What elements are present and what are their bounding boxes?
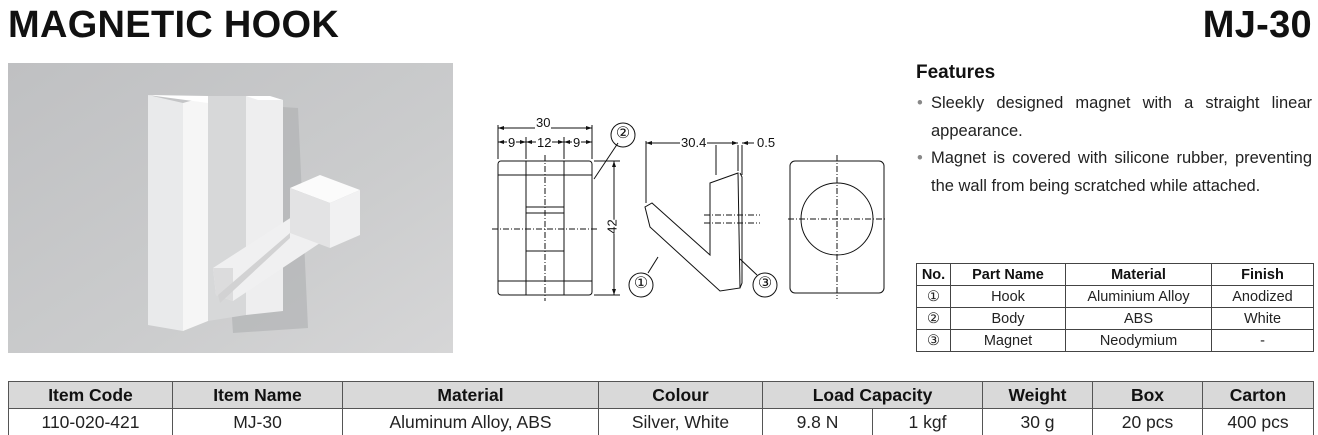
spec-header-item-code: Item Code bbox=[8, 381, 173, 409]
part-finish: Anodized bbox=[1211, 285, 1314, 308]
part-material: ABS bbox=[1065, 307, 1212, 330]
part-no: ① bbox=[916, 285, 951, 308]
table-row: ① Hook Aluminium Alloy Anodized bbox=[916, 285, 1314, 308]
spec-header-carton: Carton bbox=[1202, 381, 1314, 409]
parts-table: No. Part Name Material Finish ① Hook Alu… bbox=[916, 263, 1314, 352]
part-name: Hook bbox=[950, 285, 1066, 308]
part-no: ③ bbox=[916, 329, 951, 352]
dim-depth: 30.4 bbox=[680, 135, 708, 150]
part-finish: - bbox=[1211, 329, 1314, 352]
page-title: MAGNETIC HOOK bbox=[8, 4, 340, 46]
model-number: MJ-30 bbox=[1202, 4, 1312, 46]
callout-2: ② bbox=[615, 125, 631, 142]
parts-header-no: No. bbox=[916, 263, 951, 286]
part-material: Neodymium bbox=[1065, 329, 1212, 352]
dim-seg-left: 9 bbox=[507, 135, 517, 150]
dim-height: 42 bbox=[604, 219, 620, 234]
load-kgf: 1 kgf bbox=[872, 408, 983, 435]
table-row: ② Body ABS White bbox=[916, 307, 1314, 330]
spec-header-material: Material bbox=[342, 381, 599, 409]
product-photo bbox=[8, 63, 453, 353]
spec-header-row: Item Code Item Name Material Colour Load… bbox=[8, 381, 1314, 409]
technical-drawing: 30 9 12 9 42 30.4 0.5 ② ① ③ bbox=[470, 95, 910, 315]
dim-seg-right: 9 bbox=[572, 135, 582, 150]
item-code: 110-020-421 bbox=[8, 408, 173, 435]
item-weight: 30 g bbox=[982, 408, 1093, 435]
feature-item: Magnet is covered with silicone rubber, … bbox=[916, 145, 1312, 200]
part-name: Body bbox=[950, 307, 1066, 330]
parts-header-material: Material bbox=[1065, 263, 1212, 286]
load-newton: 9.8 N bbox=[762, 408, 873, 435]
part-finish: White bbox=[1211, 307, 1314, 330]
dim-gap: 0.5 bbox=[757, 135, 776, 150]
spec-table: Item Code Item Name Material Colour Load… bbox=[8, 381, 1314, 435]
item-box: 20 pcs bbox=[1092, 408, 1203, 435]
spec-header-colour: Colour bbox=[598, 381, 763, 409]
part-material: Aluminium Alloy bbox=[1065, 285, 1212, 308]
dim-seg-mid: 12 bbox=[536, 135, 553, 150]
spec-header-box: Box bbox=[1092, 381, 1203, 409]
table-row: 110-020-421 MJ-30 Aluminum Alloy, ABS Si… bbox=[8, 408, 1314, 435]
dim-width-total: 30 bbox=[535, 115, 552, 130]
callout-3: ③ bbox=[757, 275, 773, 292]
part-name: Magnet bbox=[950, 329, 1066, 352]
table-row: ③ Magnet Neodymium - bbox=[916, 329, 1314, 352]
item-colour: Silver, White bbox=[598, 408, 763, 435]
callout-1: ① bbox=[633, 275, 649, 292]
spec-header-item-name: Item Name bbox=[172, 381, 343, 409]
item-name: MJ-30 bbox=[172, 408, 343, 435]
features-heading: Features bbox=[916, 62, 996, 83]
item-carton: 400 pcs bbox=[1202, 408, 1314, 435]
feature-item: Sleekly designed magnet with a straight … bbox=[916, 90, 1312, 145]
item-material: Aluminum Alloy, ABS bbox=[342, 408, 599, 435]
features-list: Sleekly designed magnet with a straight … bbox=[916, 90, 1312, 200]
parts-header-row: No. Part Name Material Finish bbox=[916, 263, 1314, 286]
parts-header-name: Part Name bbox=[950, 263, 1066, 286]
parts-header-finish: Finish bbox=[1211, 263, 1314, 286]
part-no: ② bbox=[916, 307, 951, 330]
features-section: Features Sleekly designed magnet with a … bbox=[916, 62, 1312, 200]
spec-header-load-capacity: Load Capacity bbox=[762, 381, 983, 409]
spec-header-weight: Weight bbox=[982, 381, 1093, 409]
